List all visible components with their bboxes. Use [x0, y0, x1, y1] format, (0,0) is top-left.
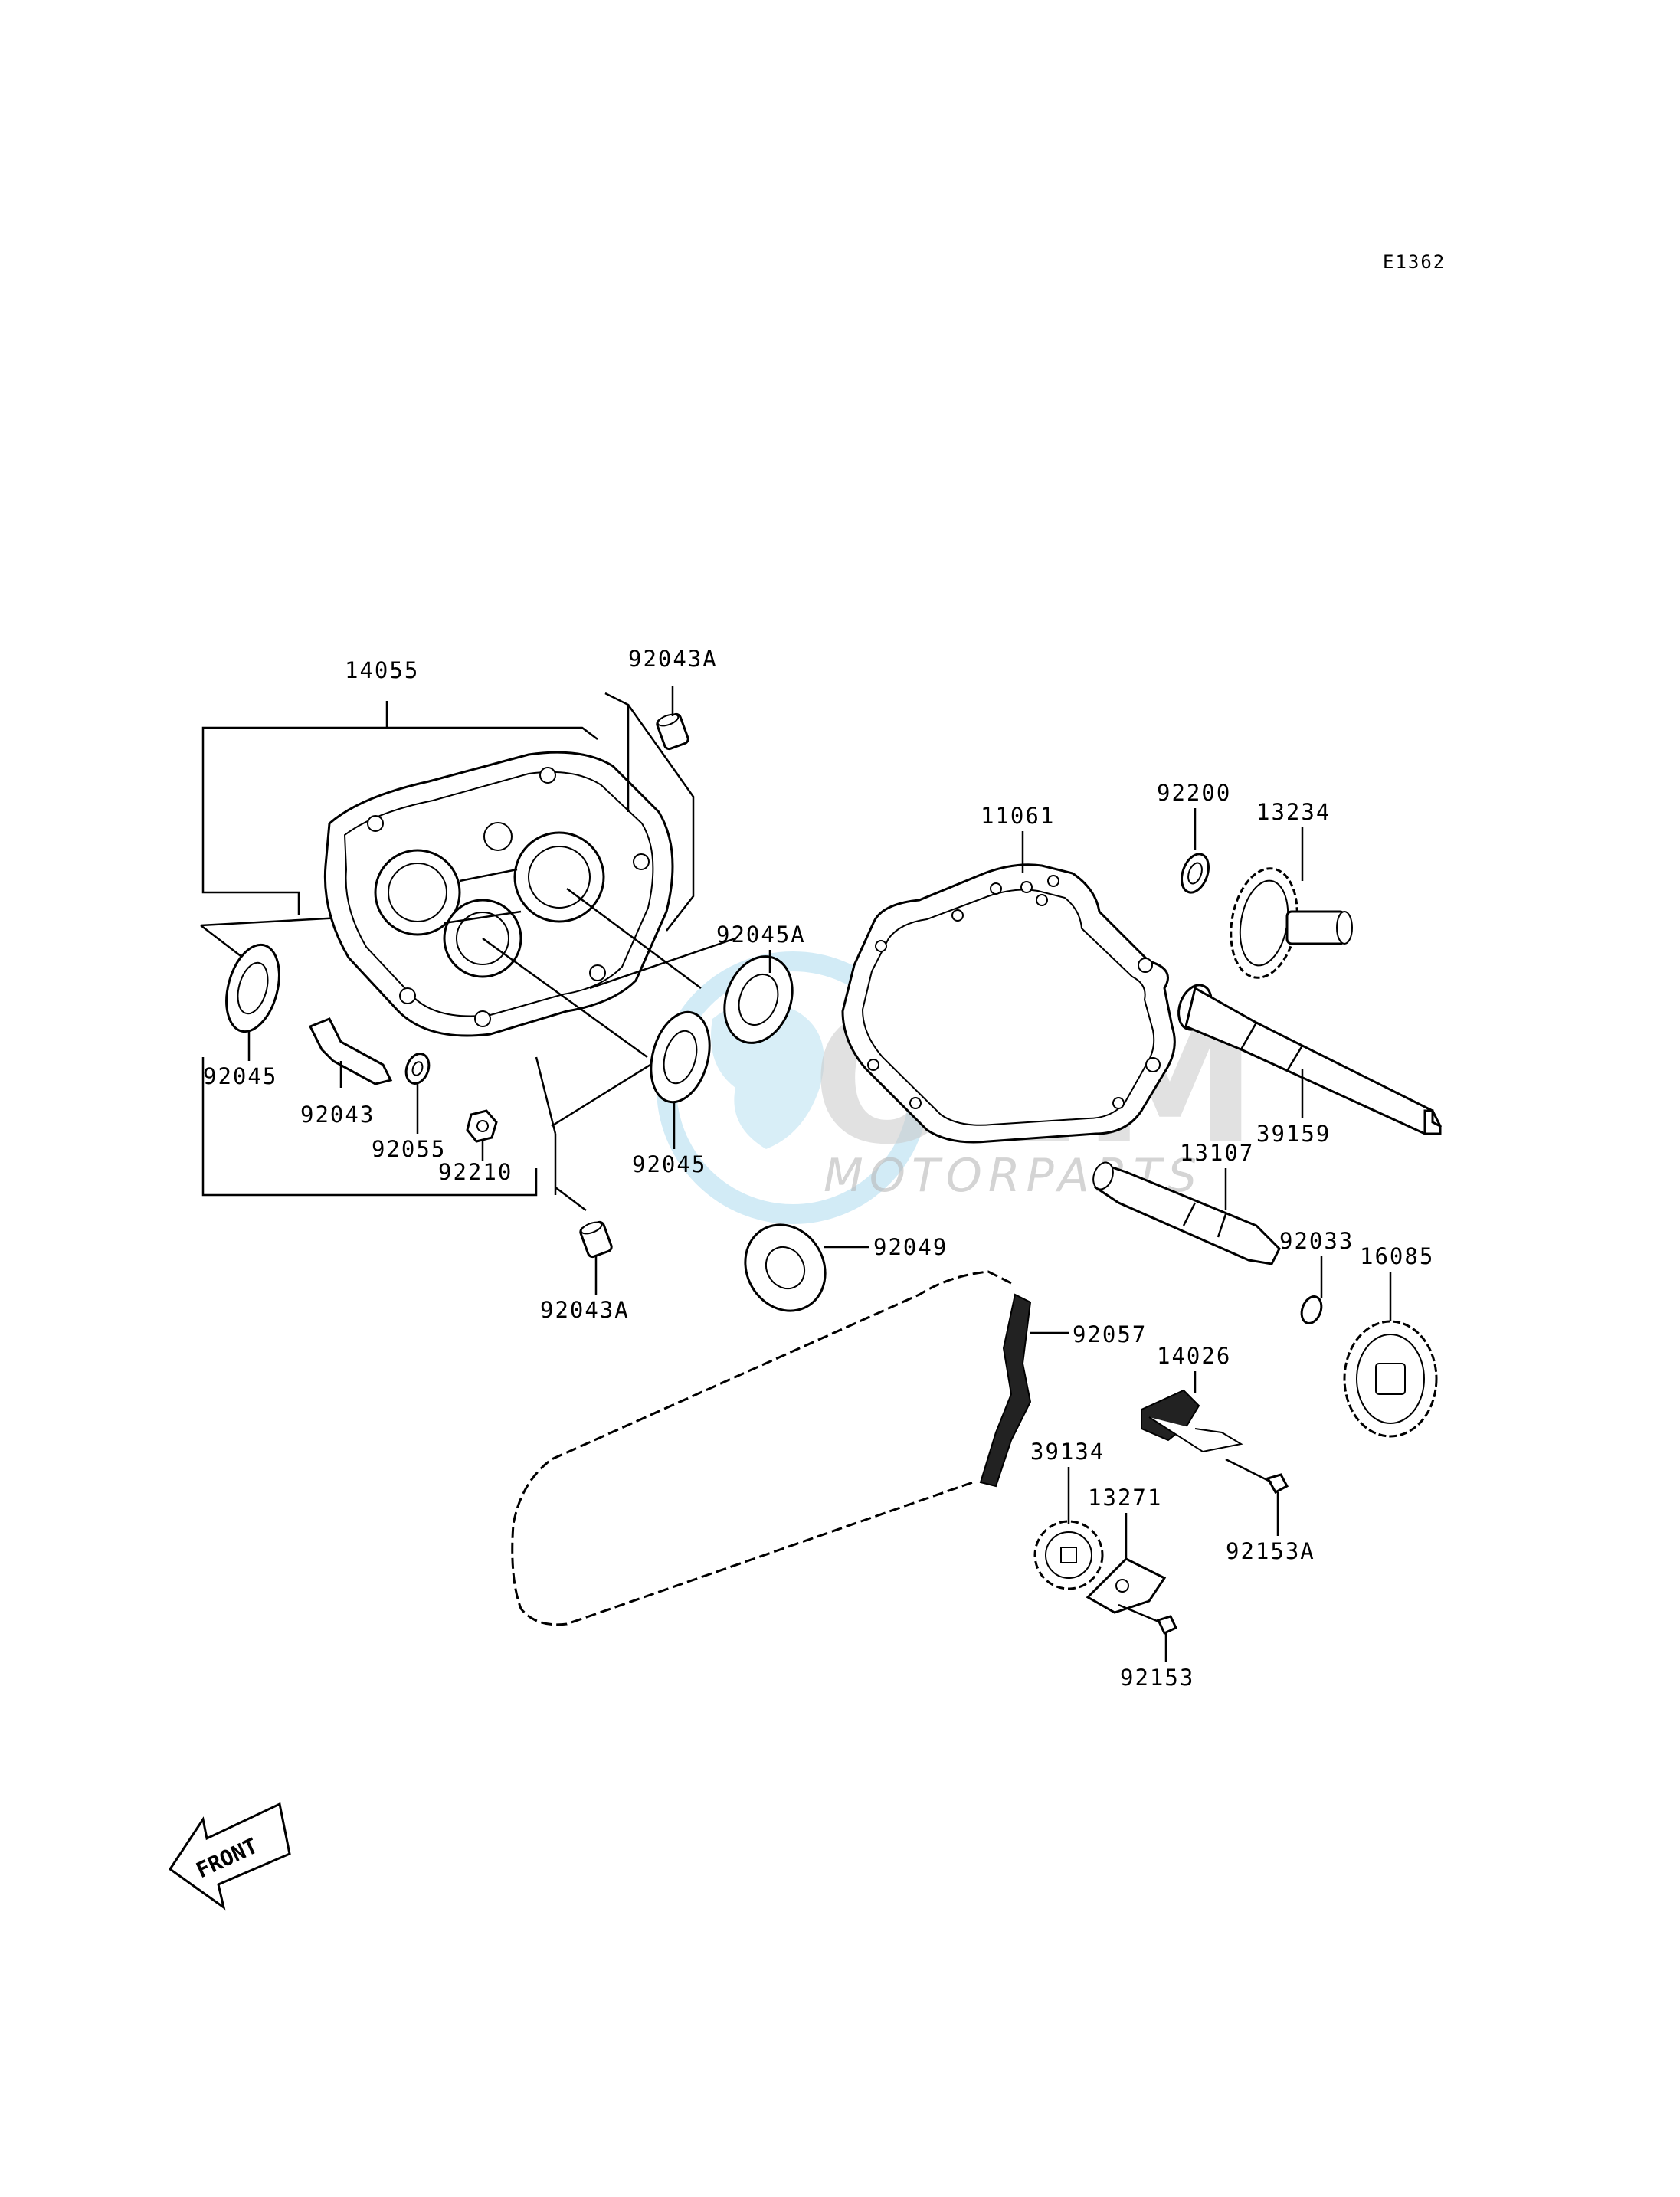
label-16085: 16085: [1360, 1243, 1434, 1269]
label-92043: 92043: [300, 1102, 375, 1128]
gear-16085: [1343, 1272, 1438, 1438]
front-arrow-icon: FRONT: [168, 1802, 291, 1911]
label-92153A: 92153A: [1226, 1538, 1315, 1564]
label-39134: 39134: [1030, 1439, 1105, 1465]
crankcase-cover-14055: [323, 751, 674, 1037]
label-39159: 39159: [1256, 1121, 1331, 1147]
label-92200: 92200: [1157, 780, 1231, 806]
label-92153: 92153: [1120, 1665, 1194, 1691]
label-92045-mid: 92045: [632, 1151, 706, 1177]
label-13107: 13107: [1180, 1140, 1254, 1166]
sprocket-39134: [1033, 1467, 1104, 1590]
gasket-11061: [841, 831, 1176, 1144]
label-11061: 11061: [981, 803, 1055, 829]
circlip-92033: [1300, 1256, 1323, 1324]
label-13234: 13234: [1256, 799, 1331, 825]
label-92045A: 92045A: [716, 922, 806, 948]
washer-92200: [1181, 808, 1210, 894]
label-92045-left: 92045: [203, 1063, 277, 1089]
bolt-92153: [1118, 1603, 1177, 1662]
bolt-92153A: [1225, 1458, 1289, 1536]
plate-13271: [1086, 1513, 1167, 1614]
bearing-92045-mid: [650, 1010, 711, 1149]
label-92043A-top: 92043A: [628, 646, 718, 672]
chain-guide-14026: [1141, 1371, 1243, 1453]
shaft-39159: [1177, 984, 1443, 1135]
bolt-92043: [308, 1017, 393, 1088]
dowel-92043A-top: [656, 686, 689, 751]
bearing-92045A: [723, 950, 794, 1044]
part-labels: 14055 92043A 92045 92043 92055 92210 920…: [203, 646, 1434, 1691]
bearing-92045-left: [225, 943, 280, 1061]
seal-92049: [744, 1223, 869, 1312]
label-14026: 14026: [1157, 1343, 1231, 1369]
label-92043A-bottom: 92043A: [540, 1297, 630, 1323]
label-14055: 14055: [345, 657, 419, 683]
drive-chain-92057: [511, 1270, 1069, 1626]
label-92210: 92210: [438, 1159, 513, 1185]
label-92055: 92055: [372, 1136, 446, 1162]
nut-92210: [466, 1109, 498, 1161]
label-13271: 13271: [1088, 1485, 1162, 1511]
dowel-92043A-bottom: [579, 1220, 613, 1295]
label-92057: 92057: [1073, 1321, 1147, 1347]
shaft-13107: [1092, 1161, 1281, 1265]
diagram-code: E1362: [1383, 251, 1446, 273]
gear-13234: [1230, 827, 1353, 979]
washer-92055: [404, 1053, 431, 1134]
label-92033: 92033: [1279, 1228, 1354, 1254]
label-92049: 92049: [873, 1234, 948, 1260]
